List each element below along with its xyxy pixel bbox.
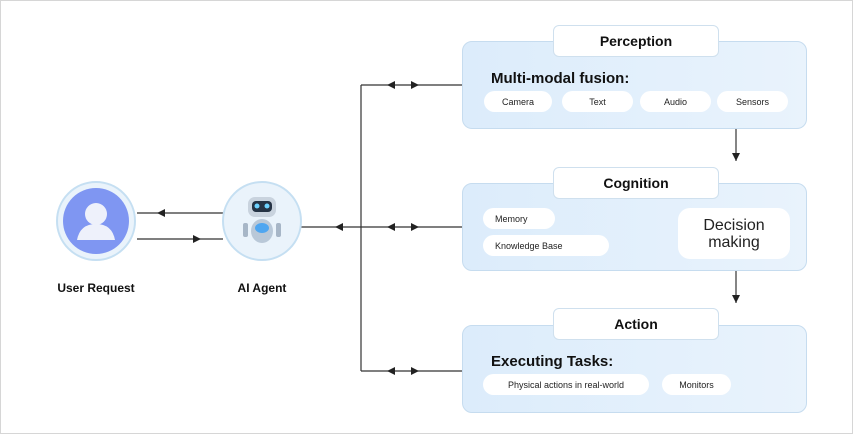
- user-icon: [63, 188, 129, 254]
- cognition-title: Cognition: [553, 167, 719, 199]
- ai-agent-node: [222, 181, 302, 261]
- user-request-node: [56, 181, 136, 261]
- perception-title: Perception: [553, 25, 719, 57]
- decision-making-box: Decision making: [678, 208, 790, 259]
- action-subtitle: Executing Tasks:: [491, 353, 614, 370]
- action-title: Action: [553, 308, 719, 340]
- chip-memory: Memory: [483, 208, 555, 229]
- chip-camera: Camera: [484, 91, 552, 112]
- ai-agent-label: AI Agent: [237, 281, 287, 295]
- robot-icon: [243, 197, 281, 243]
- chip-sensors: Sensors: [717, 91, 788, 112]
- chip-audio: Audio: [640, 91, 711, 112]
- chip-physical-actions: Physical actions in real-world: [483, 374, 649, 395]
- perception-subtitle: Multi-modal fusion:: [491, 70, 630, 87]
- chip-text: Text: [562, 91, 633, 112]
- user-request-label: User Request: [57, 281, 135, 295]
- chip-monitors: Monitors: [662, 374, 731, 395]
- chip-knowledge-base: Knowledge Base: [483, 235, 609, 256]
